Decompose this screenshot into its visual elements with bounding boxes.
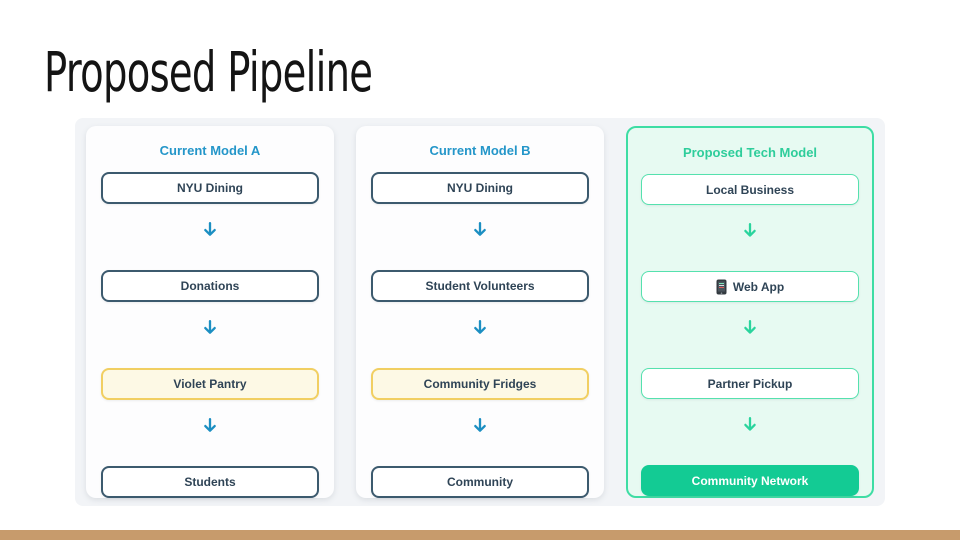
down-arrow-icon xyxy=(204,417,216,432)
panel-proposed-tech-model: Proposed Tech Model Local Business Web A… xyxy=(626,126,874,498)
flow-node: Local Business xyxy=(641,174,859,206)
flow-node: Community Network xyxy=(641,465,859,497)
down-arrow-icon xyxy=(204,319,216,334)
flow-node: Students xyxy=(101,466,319,499)
flow-node-label: Web App xyxy=(732,279,785,294)
flow-node-label: Community xyxy=(447,475,513,490)
flow-node: Community Fridges xyxy=(371,368,589,400)
page-title: Proposed Pipeline xyxy=(44,40,373,104)
flow-node-label: Donations xyxy=(180,278,240,293)
flow-node-label: Students xyxy=(184,475,236,490)
down-arrow-icon xyxy=(474,221,486,236)
flow-node-label: Student Volunteers xyxy=(425,278,535,293)
flow-node: Web App xyxy=(641,271,859,303)
panel-current-model-b: Current Model B NYU Dining Student Volun… xyxy=(356,126,604,499)
down-arrow-icon xyxy=(204,221,216,236)
flow-node-label: NYU Dining xyxy=(177,180,243,195)
flow-node: NYU Dining xyxy=(101,172,319,204)
flow-node-label: Community Network xyxy=(691,473,809,488)
pipeline-board: Current Model A NYU Dining Donations Vio… xyxy=(75,118,885,506)
down-arrow-icon xyxy=(744,223,756,237)
footer-accent-bar xyxy=(0,530,960,540)
flow-node: Community xyxy=(371,466,589,499)
panel-header: Proposed Tech Model xyxy=(682,145,818,160)
flow-node: Violet Pantry xyxy=(101,368,319,400)
down-arrow-icon xyxy=(474,319,486,334)
flow-node: Student Volunteers xyxy=(371,270,589,302)
flow-node-label: NYU Dining xyxy=(447,180,513,195)
flow-node-label: Community Fridges xyxy=(423,377,537,392)
down-arrow-icon xyxy=(744,320,756,334)
flow-node-label: Violet Pantry xyxy=(173,377,247,392)
flow-node-label: Local Business xyxy=(705,182,795,197)
down-arrow-icon xyxy=(744,417,756,431)
down-arrow-icon xyxy=(474,417,486,432)
panel-header: Current Model A xyxy=(159,143,261,158)
flow-node: Donations xyxy=(101,270,319,302)
flow-node: NYU Dining xyxy=(371,172,589,204)
smartphone-icon xyxy=(716,279,727,295)
panel-current-model-a: Current Model A NYU Dining Donations Vio… xyxy=(86,126,334,499)
panel-header: Current Model B xyxy=(429,143,531,158)
flow-node-label: Partner Pickup xyxy=(707,376,793,391)
flow-node: Partner Pickup xyxy=(641,368,859,400)
